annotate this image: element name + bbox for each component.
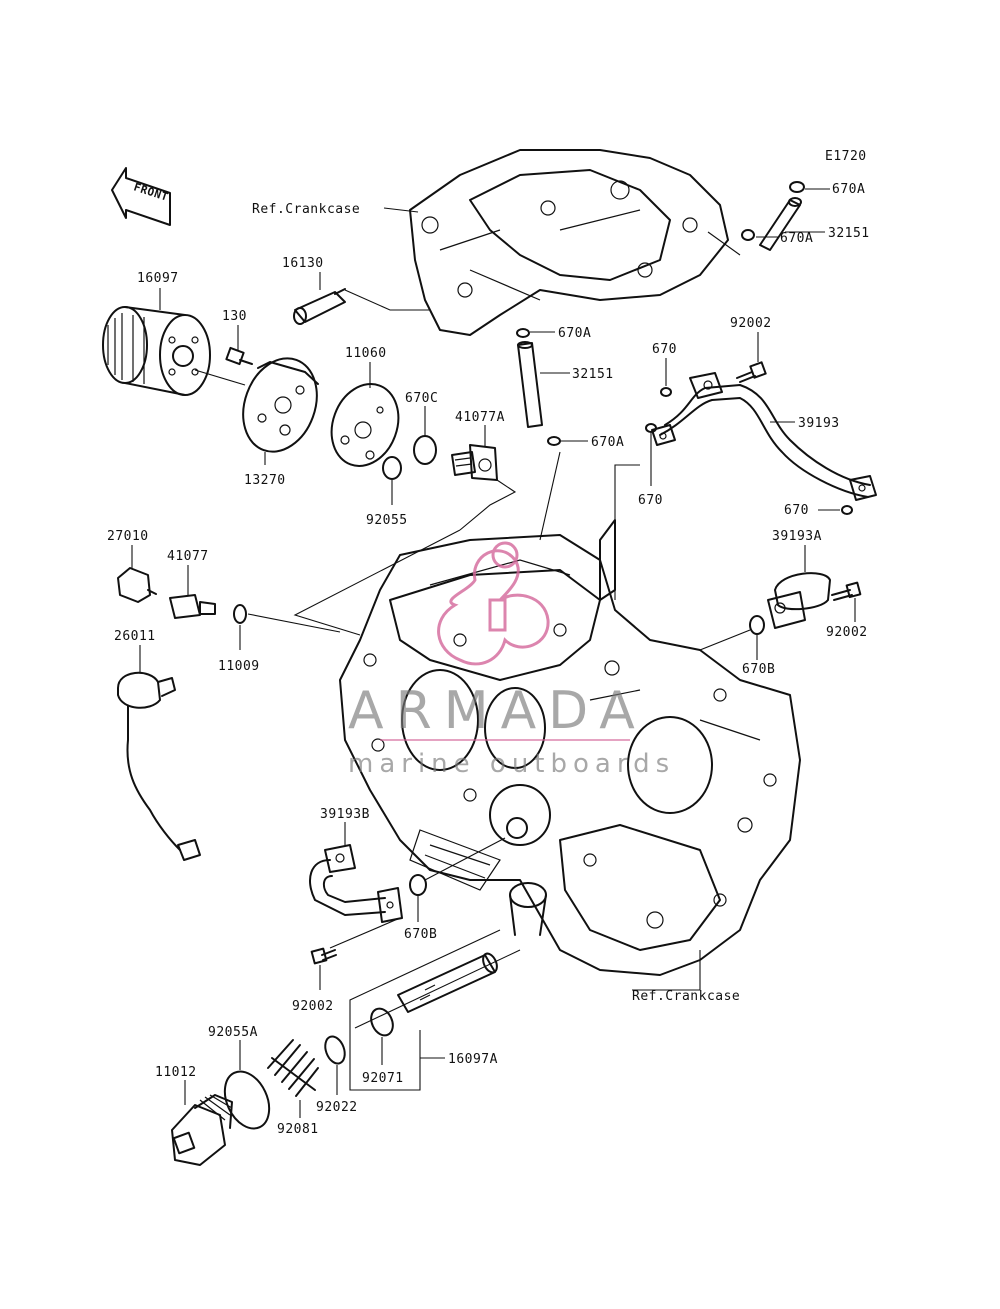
front-arrow-icon: FRONT: [111, 167, 171, 226]
watermark-logo: ARMADA marine outboards: [348, 541, 675, 779]
label-670b-right: 670B: [742, 662, 775, 677]
label-92081: 92081: [277, 1122, 319, 1137]
label-92002-right: 92002: [826, 625, 868, 640]
o-ring-670c: [413, 435, 437, 465]
washer-92022: [324, 1035, 346, 1065]
fitting-39193a: [767, 572, 831, 629]
bolt-92002-top: [736, 361, 767, 383]
bolt-92002-left: [310, 947, 337, 965]
plate-13270: [242, 357, 319, 453]
pipe-39193b: [309, 844, 403, 923]
label-670a-mid: 670A: [558, 326, 591, 341]
pipe-32151-top: [741, 181, 805, 251]
upper-crankcase-drawing: [409, 149, 729, 336]
figure-code: E1720: [825, 149, 867, 164]
label-670a-mid2: 670A: [591, 435, 624, 450]
o-ring-670-right: [841, 505, 853, 515]
label-92002-top: 92002: [730, 316, 772, 331]
label-32151-top: 32151: [828, 226, 870, 241]
label-27010: 27010: [107, 529, 149, 544]
o-ring-92055: [382, 456, 402, 480]
label-670-top: 670: [652, 342, 677, 357]
label-92071: 92071: [362, 1071, 404, 1086]
label-13270: 13270: [244, 473, 286, 488]
watermark-emblem-icon: [437, 541, 550, 666]
fitting-16130: [293, 288, 346, 325]
label-41077a: 41077A: [455, 410, 505, 425]
o-ring-670a-mid: [516, 328, 530, 338]
label-670b-left: 670B: [404, 927, 437, 942]
ref-crankcase-bottom: Ref.Crankcase: [632, 989, 740, 1004]
pipe-32151-mid: [516, 328, 561, 446]
drain-plug-11012: [171, 1094, 233, 1166]
label-16097a: 16097A: [448, 1052, 498, 1067]
o-ring-670a-mid2: [547, 436, 561, 446]
o-ring-670b-right: [749, 615, 765, 635]
label-670a-top2: 670A: [780, 231, 813, 246]
sensor-26011: [117, 671, 201, 861]
oil-filter-16097: [102, 306, 211, 396]
main-crankcase-drawing: [339, 519, 801, 976]
gasket-11060: [330, 383, 400, 467]
label-39193: 39193: [798, 416, 840, 431]
o-ring-670-mid: [645, 423, 657, 433]
label-670c: 670C: [405, 391, 438, 406]
label-32151-mid: 32151: [572, 367, 614, 382]
label-11009: 11009: [218, 659, 260, 674]
label-26011: 26011: [114, 629, 156, 644]
front-label: FRONT: [132, 180, 170, 203]
spring-92081: [267, 1039, 319, 1097]
plug-41077a: [451, 444, 498, 481]
label-92055a: 92055A: [208, 1025, 258, 1040]
label-92055: 92055: [366, 513, 408, 528]
ref-crankcase-top: Ref.Crankcase: [252, 202, 360, 217]
o-ring-92055a: [223, 1070, 271, 1130]
label-670-mid: 670: [638, 493, 663, 508]
fitting-130: [225, 346, 253, 366]
washer-11009: [233, 604, 247, 624]
label-670-right: 670: [784, 503, 809, 518]
watermark-subtitle: marine outboards: [348, 749, 675, 779]
o-ring-670a-top2: [741, 229, 755, 241]
o-ring-670b-left: [409, 874, 427, 896]
strainer-16097a: [370, 882, 547, 1037]
label-16130: 16130: [282, 256, 324, 271]
switch-27010: [117, 567, 157, 603]
o-ring-670-top: [660, 387, 672, 397]
o-ring-670a-top: [789, 181, 805, 193]
label-39193a: 39193A: [772, 529, 822, 544]
label-16097: 16097: [137, 271, 179, 286]
label-41077: 41077: [167, 549, 209, 564]
label-92022: 92022: [316, 1100, 358, 1115]
label-130: 130: [222, 309, 247, 324]
watermark-title: ARMADA: [348, 681, 647, 741]
fitting-41077: [169, 594, 216, 619]
label-39193b: 39193B: [320, 807, 370, 822]
oil-pipe-39193: [645, 372, 877, 515]
label-670a-top: 670A: [832, 182, 865, 197]
label-11060: 11060: [345, 346, 387, 361]
label-11012: 11012: [155, 1065, 197, 1080]
bolt-92002-right: [831, 581, 862, 601]
label-92002-left: 92002: [292, 999, 334, 1014]
